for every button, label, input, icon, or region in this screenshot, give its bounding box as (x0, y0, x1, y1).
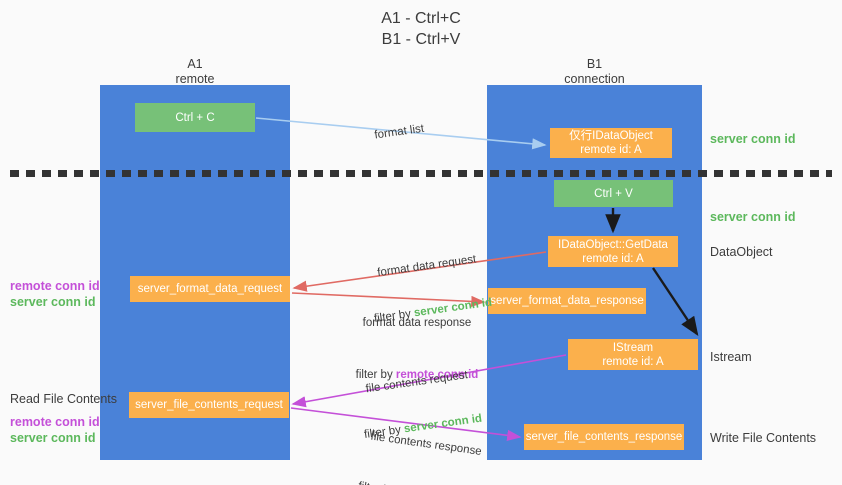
node-ctrl-v[interactable]: Ctrl + V (554, 180, 673, 207)
node-idataobject[interactable]: 仅行IDataObject remote id: A (550, 128, 672, 158)
left-label-remote-conn-id-2: remote conn id (10, 415, 100, 429)
phase-divider (10, 170, 832, 177)
edge-label-format-data-response: format data response filter by remote co… (332, 286, 502, 413)
right-label-write-file-contents: Write File Contents (710, 431, 817, 445)
edge-label-format-list-text: format list (373, 122, 425, 142)
node-server-file-contents-response[interactable]: server_file_contents_response (524, 424, 684, 450)
right-label-dataobject: DataObject (710, 245, 773, 259)
right-label-server-conn-id-2: server conn id (710, 210, 796, 224)
node-idataobject-getdata[interactable]: IDataObject::GetData remote id: A (548, 236, 678, 267)
filter-value-remote-conn-id: remote conn id (395, 369, 479, 381)
edge-label-format-data-request-text: format data request (376, 253, 478, 280)
left-label-server-conn-id-2: server conn id (10, 431, 96, 445)
column-header-a1: A1 remote (175, 57, 215, 86)
edge-label-file-contents-response-filter: filter by remote conn id (331, 476, 506, 485)
filter-prefix: filter by (355, 369, 396, 381)
edge-label-format-list: format list (335, 104, 450, 164)
node-server-format-data-request[interactable]: server_format_data_request (130, 276, 290, 302)
left-label-conn-ids-1: remote conn id server conn id (10, 278, 100, 310)
page-title: A1 - Ctrl+C B1 - Ctrl+V (381, 10, 461, 48)
column-header-b1: B1 connection (564, 57, 625, 86)
edge-label-format-data-response-text: format data response (362, 317, 472, 329)
node-server-format-data-response[interactable]: server_format_data_response (488, 288, 646, 314)
left-label-server-conn-id-1: server conn id (10, 295, 96, 309)
left-label-conn-ids-2: remote conn id server conn id (10, 414, 100, 446)
right-label-istream: Istream (710, 350, 752, 364)
node-ctrl-c[interactable]: Ctrl + C (135, 103, 255, 132)
filter-prefix: filter by (357, 480, 399, 485)
edge-label-file-contents-response-text: file contents response (369, 430, 483, 458)
edge-label-file-contents-request-text: file contents request (364, 369, 469, 396)
right-label-server-conn-id-1: server conn id (710, 132, 796, 146)
edge-label-format-data-response-filter: filter by remote conn id (332, 368, 502, 383)
left-label-remote-conn-id-1: remote conn id (10, 279, 100, 293)
node-server-file-contents-request[interactable]: server_file_contents_request (129, 392, 289, 418)
node-istream[interactable]: IStream remote id: A (568, 339, 698, 370)
left-label-read-file-contents: Read File Contents (10, 392, 118, 406)
